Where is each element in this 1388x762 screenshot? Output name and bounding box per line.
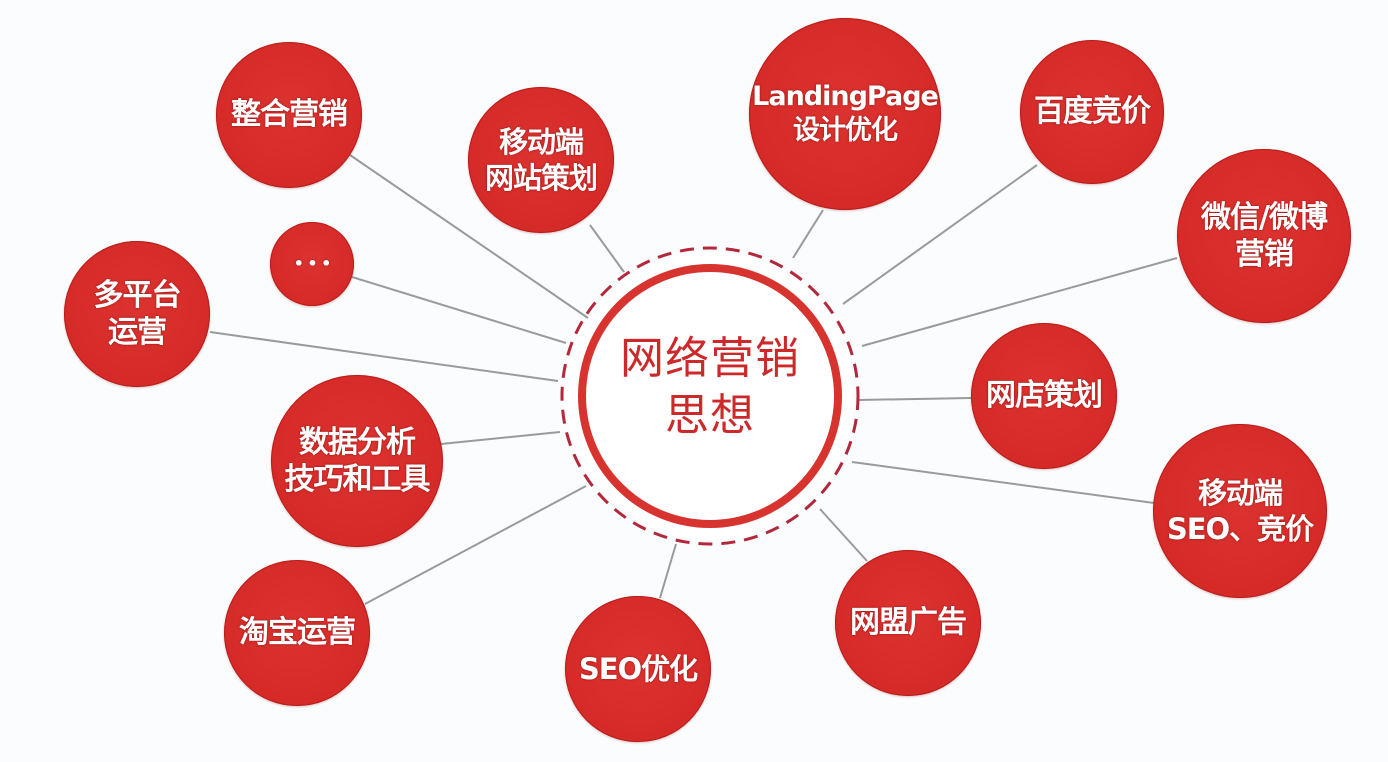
topic-node-mobile-site-planning: 移动端网站策划 (468, 87, 614, 233)
topic-node-label: 整合营销 (231, 97, 348, 133)
connector-line-multi-platform-ops (209, 331, 559, 382)
topic-node-wechat-weibo-marketing: 微信/微博营销 (1177, 149, 1351, 323)
topic-node-label: LandingPage (752, 81, 939, 113)
topic-node-taobao-ops: 淘宝运营 (224, 560, 370, 706)
connector-line-data-analysis-tools (440, 431, 561, 445)
topic-node-label: 百度竞价 (1034, 94, 1151, 130)
connector-line-wechat-weibo-marketing (861, 257, 1178, 347)
connector-line-seo-optimization (659, 543, 677, 599)
topic-node-label: 移动端 (1197, 475, 1283, 510)
topic-node-more: • • • (270, 222, 354, 306)
connector-line-ad-network (819, 508, 868, 562)
connector-line-integrated-marketing (349, 154, 589, 319)
center-topic-background (566, 252, 854, 540)
topic-node-label: SEO、竞价 (1166, 512, 1314, 546)
connector-line-taobao-ops (364, 485, 587, 605)
topic-node-label: 网店策划 (986, 378, 1103, 414)
center-topic-label: 网络营销 思想 (582, 330, 838, 444)
center-topic-line-2: 思想 (665, 390, 755, 442)
topic-node-integrated-marketing: 整合营销 (216, 42, 362, 188)
topic-node-label: 设计优化 (793, 115, 898, 146)
connector-line-more (351, 276, 567, 344)
topic-node-label: 营销 (1235, 237, 1294, 272)
connector-line-landing-page-design (792, 209, 824, 259)
connector-line-baidu-ppc (842, 164, 1038, 305)
topic-node-label: 技巧和工具 (284, 462, 431, 497)
topic-node-data-analysis-tools: 数据分析技巧和工具 (271, 375, 443, 547)
topic-node-label: 淘宝运营 (239, 615, 356, 651)
topic-node-label: 微信/微博 (1201, 199, 1328, 235)
topic-node-seo-optimization: SEO优化 (565, 596, 711, 742)
topic-node-label: 网站策划 (484, 161, 598, 195)
topic-node-label: 多平台 (93, 277, 182, 313)
topic-node-label: 运营 (108, 315, 167, 350)
topic-node-multi-platform-ops: 多平台运营 (64, 241, 210, 387)
topic-node-label: 移动端 (498, 124, 584, 159)
topic-node-label: SEO优化 (578, 651, 698, 686)
connector-line-mobile-seo-ppc (851, 461, 1155, 504)
topic-node-online-store-planning: 网店策划 (971, 323, 1117, 469)
topic-node-label: • • • (293, 254, 332, 273)
topic-node-label: 数据分析 (299, 424, 416, 460)
center-solid-ring (578, 264, 842, 528)
connector-line-online-store-planning (857, 397, 972, 401)
center-topic-line-1: 网络营销 (620, 333, 800, 384)
connector-line-mobile-site-planning (589, 224, 625, 273)
topic-node-baidu-ppc: 百度竞价 (1020, 40, 1164, 184)
center-dashed-ring (560, 246, 860, 546)
topic-node-label: 网盟广告 (850, 605, 967, 641)
topic-node-ad-network: 网盟广告 (835, 550, 981, 696)
